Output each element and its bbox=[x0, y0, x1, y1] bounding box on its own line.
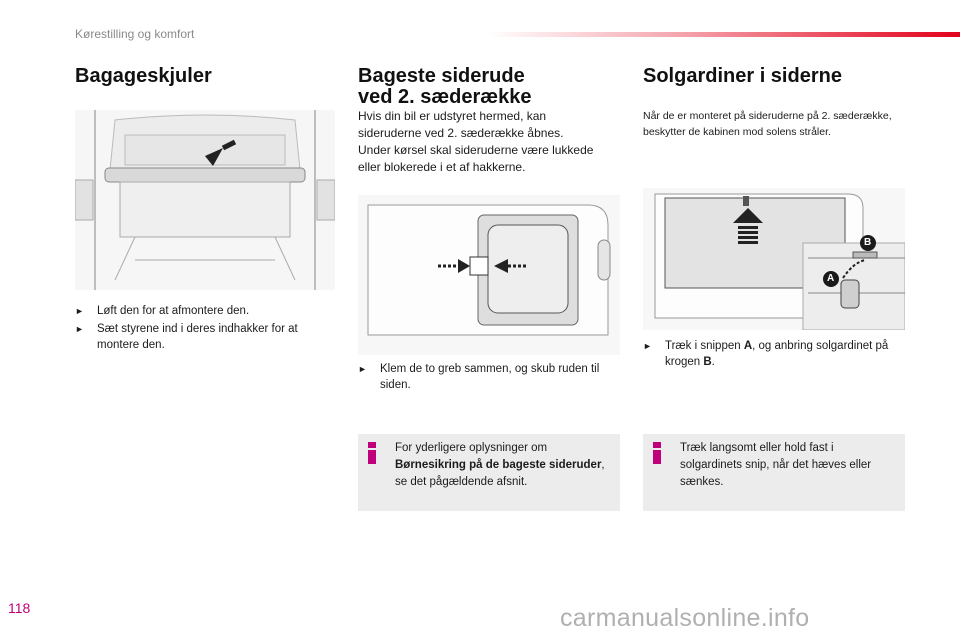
luggage-cover-drawing bbox=[74, 110, 336, 290]
sun-blind-drawing bbox=[643, 188, 906, 331]
col2-intro: Hvis din bil er udstyret hermed, kan sid… bbox=[358, 109, 594, 174]
heading-bageste-siderude: Bageste siderude ved 2. sæderække bbox=[358, 65, 532, 108]
heading-solgardiner: Solgardiner i siderne bbox=[643, 65, 842, 87]
bullet-marker-icon: ► bbox=[75, 306, 84, 316]
list-item: ►Træk i snippen A, og anbring solgardine… bbox=[643, 340, 889, 368]
list-item: ►Løft den for at afmontere den. bbox=[75, 305, 250, 317]
section-title: Kørestilling og komfort bbox=[75, 27, 195, 41]
label-b: B bbox=[864, 237, 872, 248]
page-number: 118 bbox=[8, 600, 31, 616]
list-item: ►Klem de to greb sammen, og skub ruden t… bbox=[358, 363, 600, 391]
info-box-text: Træk langsomt eller hold fast i solgardi… bbox=[680, 442, 872, 488]
side-window-illustration bbox=[358, 195, 620, 355]
watermark: carmanualsonline.info bbox=[560, 604, 810, 632]
info-box-text: For yderligere oplysninger om Børnesikri… bbox=[395, 442, 605, 488]
side-window-drawing bbox=[358, 195, 620, 355]
col3-intro: Når de er monteret på sideruderne på 2. … bbox=[643, 110, 892, 138]
sun-blind-illustration: B A bbox=[643, 188, 906, 331]
info-icon bbox=[653, 442, 662, 464]
bullet-marker-icon: ► bbox=[75, 324, 84, 334]
header-accent-bar bbox=[488, 32, 960, 37]
col2-bullet-list: ►Klem de to greb sammen, og skub ruden t… bbox=[358, 361, 620, 395]
heading-bagageskjuler: Bagageskjuler bbox=[75, 65, 212, 87]
col3-bullet-list: ►Træk i snippen A, og anbring solgardine… bbox=[643, 338, 905, 372]
info-box-sun-blind: Træk langsomt eller hold fast i solgardi… bbox=[643, 434, 905, 511]
list-item: ►Sæt styrene ind i deres indhakker for a… bbox=[75, 323, 298, 351]
label-a: A bbox=[827, 273, 835, 284]
col1-bullet-list: ►Løft den for at afmontere den. ►Sæt sty… bbox=[75, 303, 335, 355]
info-icon bbox=[368, 442, 377, 464]
bullet-marker-icon: ► bbox=[358, 364, 367, 374]
info-box-child-safety: For yderligere oplysninger om Børnesikri… bbox=[358, 434, 620, 511]
bullet-marker-icon: ► bbox=[643, 341, 652, 351]
luggage-cover-illustration bbox=[74, 110, 336, 290]
